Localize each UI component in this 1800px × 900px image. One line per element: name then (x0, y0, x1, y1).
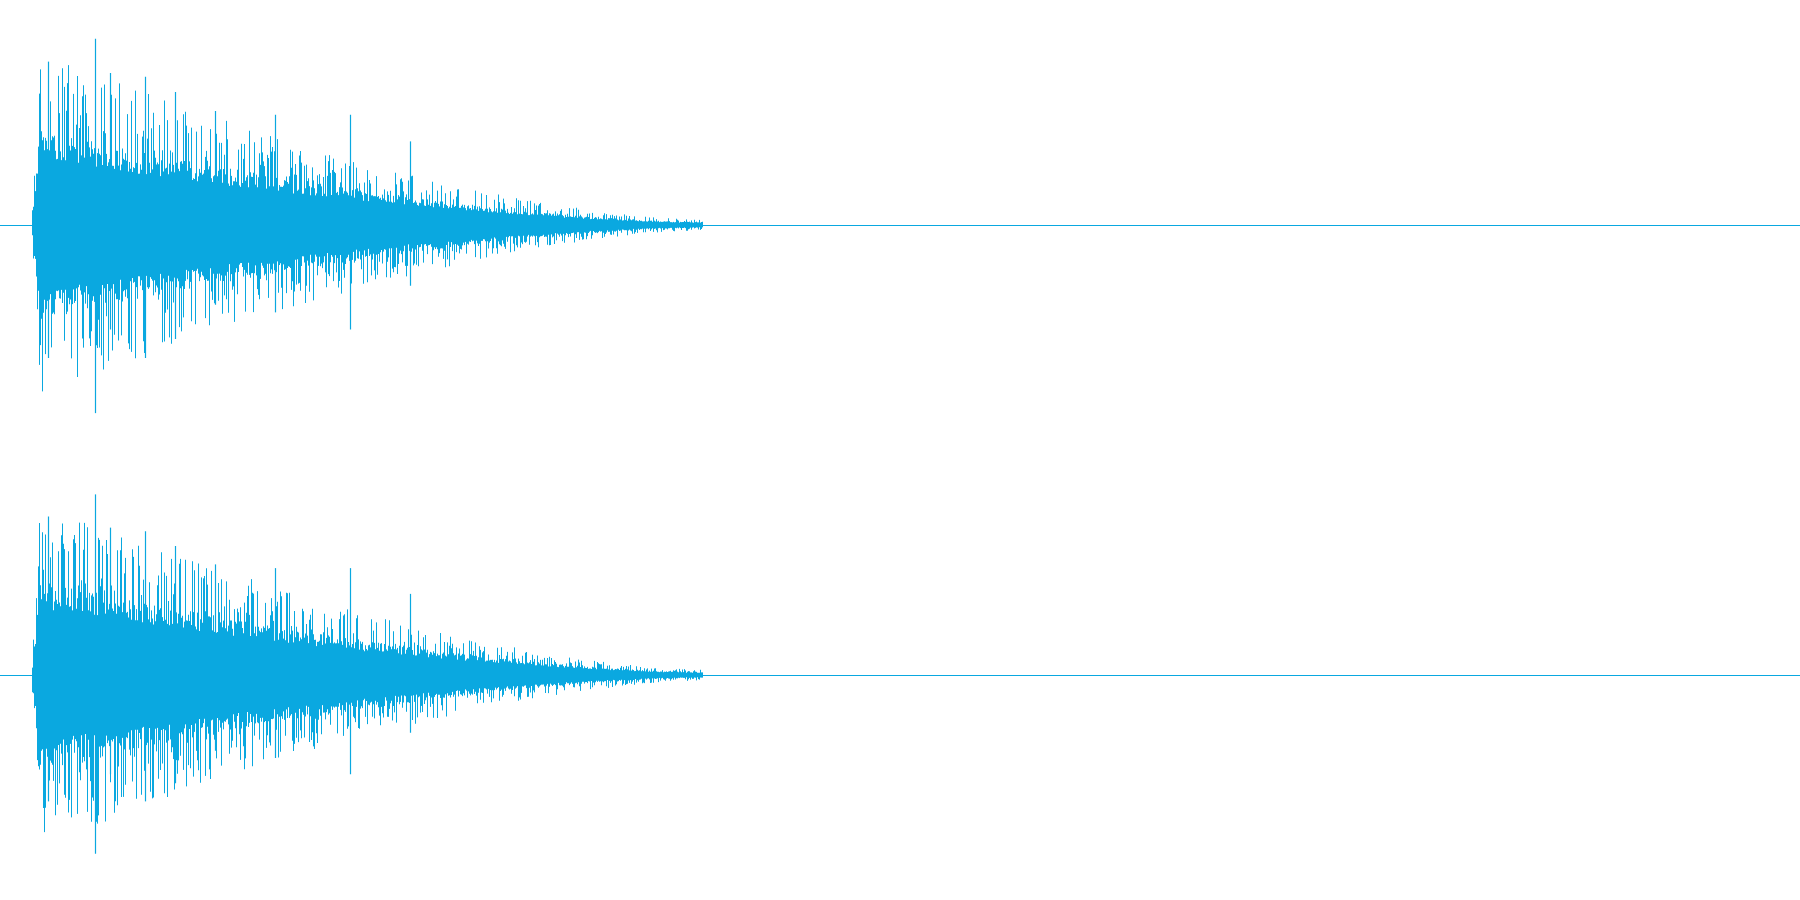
right-channel-waveform[interactable] (0, 494, 1800, 854)
waveform-peaks (47, 38, 412, 414)
waveform-samples (32, 522, 703, 833)
waveform-peaks (47, 494, 412, 854)
waveform-samples (32, 65, 703, 392)
left-channel-waveform[interactable] (0, 38, 1800, 414)
